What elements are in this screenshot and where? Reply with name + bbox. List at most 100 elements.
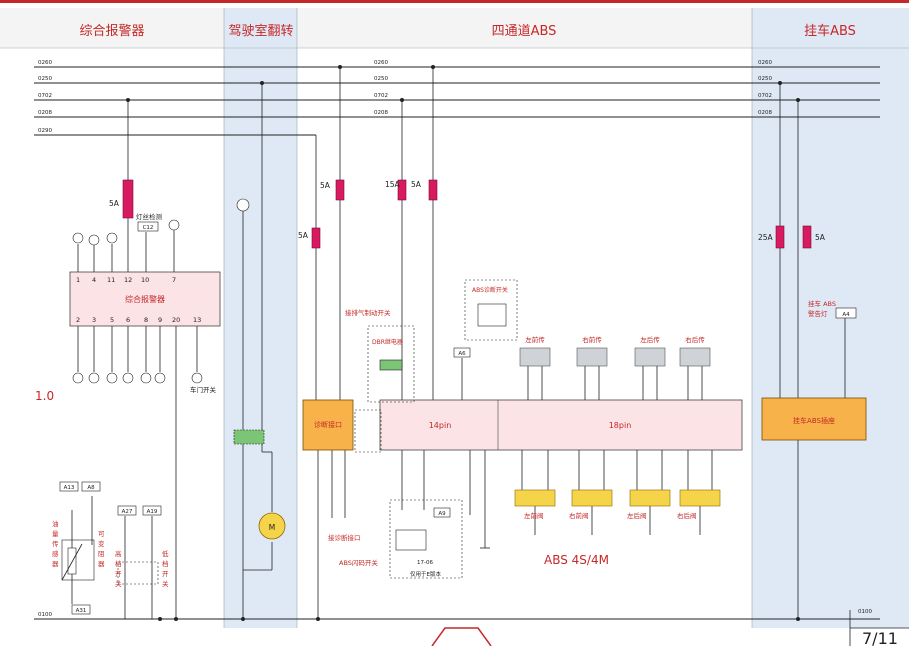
svg-text:9: 9 [158,316,162,324]
fuse-abs-15a-label: 5A [411,180,422,189]
valve-label-rf: 右前阀 [569,511,589,520]
valve-label-lf: 左前阀 [524,511,544,520]
fuse-trailer-25a [775,225,785,249]
e-version-label: 仅用于E版本 [410,570,441,578]
connector-a31 [71,604,91,615]
fuse-diag [335,179,345,201]
bus-label-0208: 0208 [38,110,52,116]
connector-a19 [142,505,162,516]
fuse-abs-5a-label: 15A [385,180,401,189]
bus-label-0250-c: 0250 [758,76,772,82]
alarm-module-box [69,271,221,327]
fuse-abs-5a [397,179,407,201]
fuse-diag-2-label: 5A [298,231,309,240]
abs-diag-switch-frame [464,279,518,341]
next-page-arrow [431,627,492,646]
bus-label-0260-c: 0260 [758,60,772,66]
cab-tilt-terminal [236,198,250,212]
connector-a31-label: A31 [76,608,87,614]
connector-a8-label: A8 [87,485,95,491]
svg-text:3: 3 [92,316,96,324]
var-label-2: 变 [98,539,105,548]
svg-text:8: 8 [144,316,148,324]
var-label-4: 器 [98,560,105,568]
header-trailer-tint [752,8,909,48]
cab-tilt-wires [242,83,273,619]
section-title-abs4: 四通道ABS [492,24,557,39]
hi-label-2: 档 [115,559,122,568]
oil-label-2: 量 [52,530,59,538]
abs-ecu-box [379,399,743,451]
abs-18pin-label: 18pin [609,421,632,430]
fuse-trailer-5a-label: 5A [815,233,826,242]
flash-switch [395,529,427,551]
exhaust-switch-label: 接排气制动开关 [345,308,391,317]
abs-14pin-label: 14pin [429,421,452,430]
gear-switch-frame [117,561,159,585]
connector-a19-label: A19 [147,509,158,515]
wire-size-label: 1.0 [35,389,54,403]
oil-sensor-frame [61,539,95,581]
bus-label-0702-b: 0702 [374,93,388,99]
cab-tilt-relay [233,429,265,445]
lamp-check-label: 灯丝检测 [136,212,163,221]
connector-a9 [433,507,451,518]
diag-interface-box [302,399,354,451]
connector-c12-label: C12 [143,225,154,231]
svg-text:6: 6 [126,316,130,324]
section-title-cab-tilt: 驾驶室翻转 [228,23,293,39]
abs-wires [315,67,490,619]
connector-a4 [835,307,857,319]
wheel-sensors [519,347,711,400]
fuse-alarm-label: 5A [109,199,120,208]
connector-1706-label: 17-06 [417,560,433,566]
lo-label-2: 档 [162,559,169,568]
svg-text:7: 7 [172,276,176,284]
fuse-diag-label: 5A [320,181,331,190]
top-accent-bar [0,0,909,3]
dbr-frame [367,325,415,403]
fuse-alarm [122,179,134,219]
lo-label-3: 开 [162,570,169,578]
sensor-label-rr: 右后传 [685,335,705,344]
section-title-alarm: 综合报警器 [79,23,144,39]
trailer-lamp-label-1: 挂车 ABS [808,299,836,308]
sensor-label-rf: 右前传 [582,335,602,344]
connector-a27 [117,505,137,516]
sensor-label-lf: 左前传 [525,335,545,344]
connector-a4-label: A4 [842,312,850,318]
valve-label-rr: 右后阀 [677,511,697,520]
svg-text:4: 4 [92,276,96,284]
header-cab-tint [224,8,297,48]
oil-label-5: 器 [52,560,59,568]
fuse-abs-15a [428,179,438,201]
bus-label-0100-b: 0100 [858,609,872,615]
connector-a6 [453,347,471,358]
bus-label-0208-b: 0208 [374,110,388,116]
dbr-label: DBR继电器 [372,338,403,346]
bus-label-0702-c: 0702 [758,93,772,99]
resistor-arrow [61,543,83,581]
diag-port-label: 接诊断接口 [328,533,361,542]
abs-diag-switch-label: ABS诊断开关 [472,286,508,294]
hi-label-4: 关 [115,579,122,588]
alarm-module-label: 综合报警器 [125,294,165,304]
svg-text:13: 13 [193,316,201,324]
svg-text:12: 12 [124,276,132,284]
fuse-trailer-25a-label: 25A [758,233,774,242]
page-number: 7/11 [862,629,898,646]
flash-switch-label: ABS闪码开关 [339,558,378,567]
hi-label-1: 高 [115,549,122,558]
variable-resistor [67,547,77,575]
lo-label-4: 关 [162,579,169,588]
lo-label-1: 低 [162,549,169,558]
oil-label-3: 传 [52,539,59,548]
trailer-lamp-label-2: 警告灯 [808,309,828,318]
svg-text:10: 10 [141,276,149,284]
var-label-1: 可 [98,530,105,538]
diag-link-frame [354,409,382,453]
